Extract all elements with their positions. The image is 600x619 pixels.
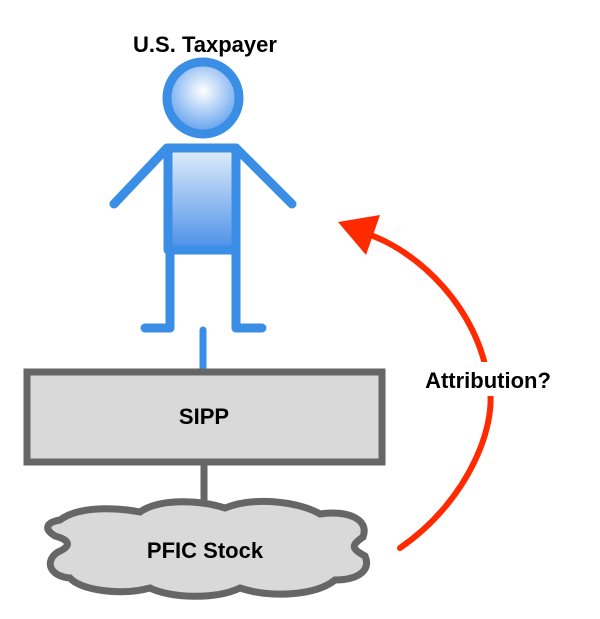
sipp-label: SIPP bbox=[179, 404, 229, 429]
sipp-box: SIPP bbox=[23, 368, 386, 466]
arrowhead-icon bbox=[338, 215, 380, 255]
taxpayer-title: U.S. Taxpayer bbox=[133, 32, 277, 57]
person-icon bbox=[109, 57, 297, 372]
pfic-label: PFIC Stock bbox=[147, 538, 264, 563]
attribution-label: Attribution? bbox=[425, 368, 551, 393]
pfic-cloud: PFIC Stock bbox=[44, 497, 371, 600]
